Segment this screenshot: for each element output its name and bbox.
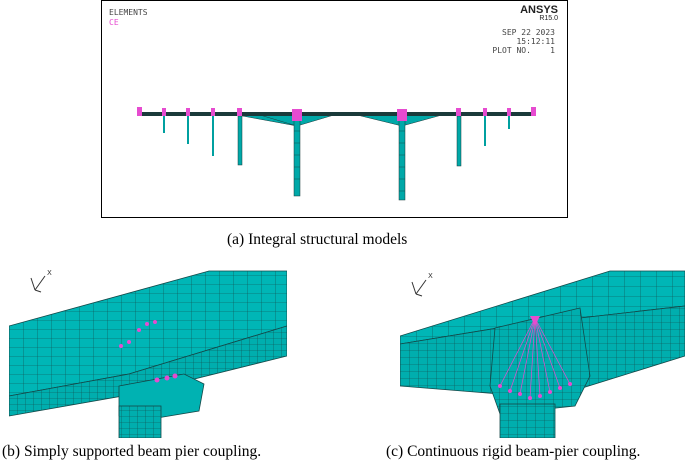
brand-version: R15.0: [539, 15, 558, 22]
ce-marker: [164, 375, 170, 381]
haunch-left-2: [259, 114, 298, 127]
ce-marker: [548, 390, 552, 394]
ce-marker: [127, 340, 131, 344]
ce-marker: [538, 394, 542, 398]
ce-marker: [145, 322, 149, 326]
plot-meta: SEP 22 2023 15:12:11 PLOT NO. 1: [492, 28, 555, 55]
ce-marker: [568, 382, 572, 386]
pier-4: [237, 115, 243, 166]
ce-marker: [211, 108, 215, 116]
ce-marker: [531, 107, 536, 116]
ce-marker: [508, 389, 512, 393]
pier-7: [456, 115, 462, 167]
ce-marker: [162, 108, 166, 116]
pier-1: [163, 116, 165, 133]
detail-continuous-rigid: X: [400, 266, 685, 438]
ce-marker: [172, 373, 178, 379]
ce-label: CE: [109, 18, 119, 27]
ce-marker: [530, 316, 540, 326]
plot-number: PLOT NO. 1: [492, 46, 555, 55]
ce-marker: [292, 109, 302, 121]
ce-marker: [137, 107, 142, 116]
ce-marker: [558, 386, 562, 390]
plot-time: 15:12:11: [516, 37, 555, 46]
pier-3: [212, 116, 214, 156]
axis-triad: [30, 275, 46, 293]
deck-top: [9, 270, 287, 397]
deck-top: [400, 270, 685, 345]
pier-9: [508, 116, 510, 129]
pier-column: [499, 403, 556, 438]
bridge-deck: [138, 112, 534, 116]
ansys-logo: ANSYS R15.0: [520, 4, 558, 22]
diaphragm: [489, 307, 591, 415]
caption-simply-supported: (b) Simply supported beam pier coupling.: [2, 443, 262, 460]
ce-marker: [498, 384, 502, 388]
ce-marker: [154, 377, 160, 383]
ce-marker: [119, 344, 123, 348]
haunch-right-2: [356, 114, 403, 127]
integral-model-viewport: ELEMENTS CE ANSYS R15.0 SEP 22 2023 15:1…: [101, 0, 568, 218]
axis-label: X: [47, 269, 52, 277]
rigid-coupling: [499, 317, 571, 399]
ce-marker: [528, 396, 532, 400]
ce-marker: [137, 328, 141, 332]
ce-marker: [237, 108, 242, 116]
axis-triad: [411, 279, 427, 297]
simply-supported-mesh: X: [9, 269, 287, 438]
pier-2: [187, 116, 189, 144]
plot-date: SEP 22 2023: [502, 28, 555, 37]
detail-simply-supported: X: [9, 266, 287, 438]
ce-marker: [456, 108, 461, 116]
bridge-elevation: [137, 107, 536, 201]
brand-name: ANSYS: [520, 4, 558, 16]
elements-label: ELEMENTS: [109, 8, 148, 17]
pier-8: [484, 116, 486, 146]
ce-marker: [507, 108, 511, 116]
ce-marker: [483, 108, 487, 116]
caption-continuous-rigid: (c) Continuous rigid beam-pier coupling.: [386, 443, 641, 460]
pier-column: [118, 405, 162, 438]
axis-label: X: [428, 272, 433, 280]
ce-marker: [518, 392, 522, 396]
deck-side: [9, 325, 287, 417]
ce-marker: [153, 320, 157, 324]
ce-marker: [186, 108, 190, 116]
caption-integral-model: (a) Integral structural models: [227, 231, 408, 248]
continuous-rigid-mesh: X: [400, 270, 685, 438]
pier-5: [293, 118, 301, 197]
ce-marker: [397, 109, 407, 121]
